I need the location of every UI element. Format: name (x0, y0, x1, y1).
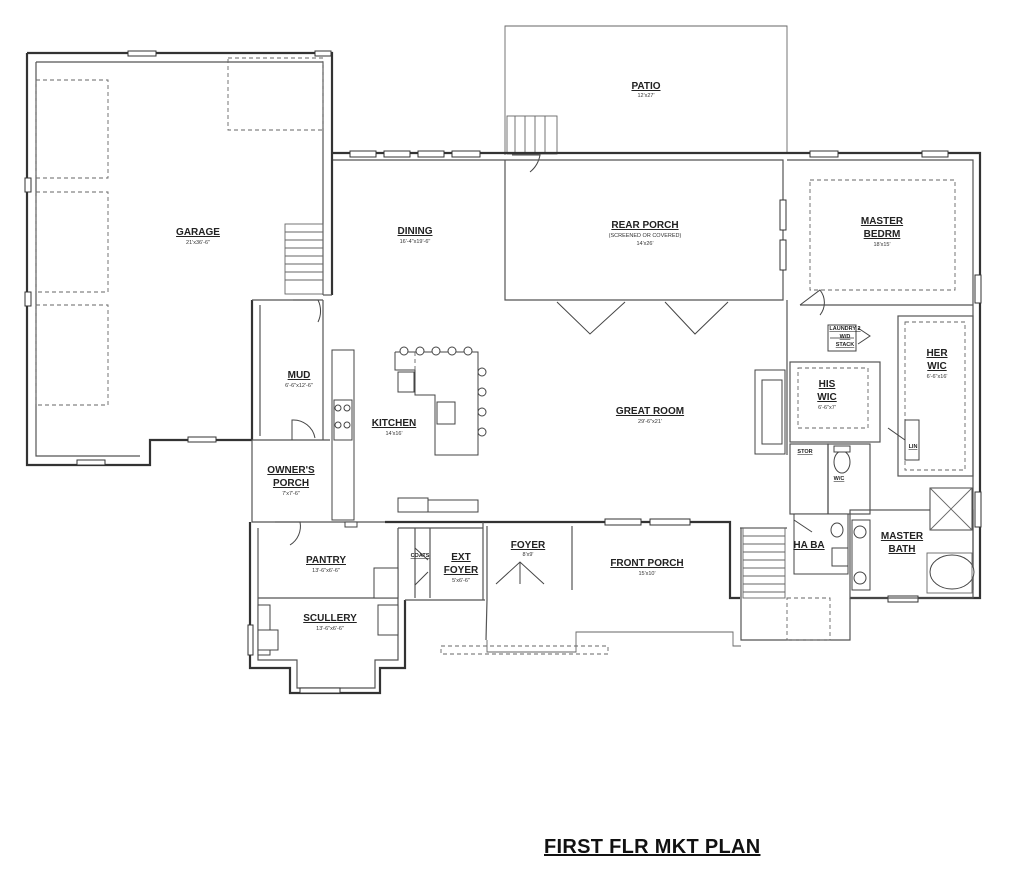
mud-name: MUD (288, 370, 311, 381)
owners-porch-name-2: PORCH (273, 478, 309, 489)
garage-dim: 21'x36'-6" (186, 240, 210, 246)
foyer-name: FOYER (511, 540, 546, 551)
stor-name: STOR (797, 449, 812, 455)
garage-name: GARAGE (176, 227, 220, 238)
laundry-line-2: W/D (840, 334, 851, 340)
coats-name: COATS (411, 553, 430, 559)
dining-name: DINING (398, 226, 433, 237)
master-bath-name-1: MASTER (881, 531, 924, 542)
lin-name: LIN (909, 444, 918, 450)
laundry-line-1: LAUNDRY 2 (829, 326, 860, 332)
foyer-dim: 8'x9' (523, 552, 534, 558)
rear-porch-name: REAR PORCH (611, 220, 678, 231)
great-room-dim: 29'-6"x21' (638, 419, 662, 425)
wc-name: W/C (834, 476, 845, 482)
misc-doors (257, 299, 545, 656)
kitchen-dim: 14'x16' (385, 431, 402, 437)
her-wic-name-2: WIC (927, 361, 946, 372)
patio-name: PATIO (631, 81, 660, 92)
his-wic-name-1: HIS (819, 379, 836, 390)
pantry-name: PANTRY (306, 555, 346, 566)
garage-stair (284, 223, 324, 295)
ext-foyer-dim: 5'x6'-6" (452, 578, 470, 584)
master-bedrm-name-1: MASTER (861, 216, 904, 227)
master-bath-name-2: BATH (888, 544, 915, 555)
garage-walls (24, 50, 334, 467)
kitchen-name: KITCHEN (372, 418, 416, 429)
ext-foyer-name-1: EXT (451, 552, 470, 563)
scullery-dim: 13'-6"x6'-6" (316, 626, 344, 632)
great-room-name: GREAT ROOM (616, 406, 684, 417)
rear-porch-dim: 14'x26' (636, 241, 653, 247)
ext-foyer-name-2: FOYER (444, 565, 479, 576)
closets (789, 315, 974, 477)
dining-dim: 16'-4"x19'-6" (400, 239, 431, 245)
his-wic-name-2: WIC (817, 392, 836, 403)
patio-outline (504, 25, 788, 173)
master-bedrm-name-2: BEDRM (864, 229, 901, 240)
laundry-line-3: STACK (836, 342, 855, 348)
kitchen-counters (331, 346, 487, 521)
plan-title: FIRST FLR MKT PLAN (544, 836, 761, 858)
rear-porch-doors (556, 301, 729, 335)
master-bedrm-dim: 18'x15' (873, 242, 890, 248)
front-porch-name: FRONT PORCH (610, 558, 683, 569)
master-bedroom-outline (786, 179, 973, 455)
mud-dim: 6'-6"x12'-6" (285, 383, 313, 389)
his-wic-dim: 6'-6"x7' (818, 405, 836, 411)
fireplace (754, 369, 786, 455)
front-stair (742, 527, 831, 641)
owners-porch-name-1: OWNER'S (267, 465, 315, 476)
owners-porch-dim: 7'x7'-6" (282, 491, 300, 497)
patio-dim: 12'x27' (637, 93, 654, 99)
ha-ba-name: HA BA (793, 540, 824, 551)
baths (789, 443, 975, 599)
scullery-name: SCULLERY (303, 613, 357, 624)
rear-porch-note: (SCREENED OR COVERED) (609, 233, 682, 239)
front-porch-dim: 15'x10' (638, 571, 655, 577)
pantry-dim: 13'-6"x6'-6" (312, 568, 340, 574)
her-wic-dim: 6'-6"x16' (927, 374, 948, 380)
her-wic-name-1: HER (926, 348, 948, 359)
